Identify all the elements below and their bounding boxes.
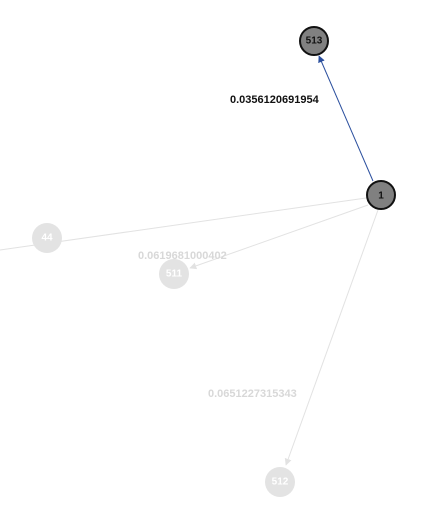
node-512[interactable]: 512 <box>265 467 295 497</box>
node-label-513: 513 <box>306 36 323 47</box>
edge-weight-label-1-513: 0.0356120691954 <box>230 94 320 106</box>
node-label-511: 511 <box>166 269 183 280</box>
node-label-1: 1 <box>378 191 384 202</box>
node-44[interactable]: 44 <box>32 223 62 253</box>
node-label-512: 512 <box>272 477 289 488</box>
node-513[interactable]: 513 <box>299 26 329 56</box>
edge-weight-label-1-512: 0.0651227315343 <box>208 388 297 400</box>
edge-1-513[interactable] <box>318 55 374 182</box>
edge-labels-layer: 0.0356120691954 0.0619681000402 0.065122… <box>138 94 320 400</box>
nodes-layer: 513 1 44 511 512 <box>32 26 396 497</box>
node-1[interactable]: 1 <box>366 180 396 210</box>
edge-1-512[interactable] <box>284 209 379 466</box>
edge-weight-label-1-511: 0.0619681000402 <box>138 250 227 262</box>
edge-1-511[interactable] <box>189 204 369 270</box>
node-511[interactable]: 511 <box>159 259 189 289</box>
node-label-44: 44 <box>41 233 53 244</box>
